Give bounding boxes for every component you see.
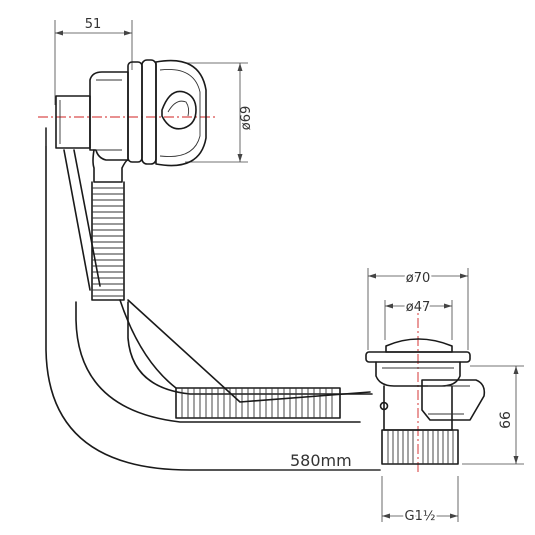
dimension-o47-label: ø47	[406, 300, 431, 315]
hose-horizontal-ribs	[181, 388, 333, 418]
cable-outer-curve	[45, 127, 381, 471]
cable-diagonal	[63, 149, 101, 291]
dimension-66: 66	[462, 365, 524, 465]
dimension-580mm: 580mm	[260, 451, 380, 471]
waste-plug	[385, 338, 453, 353]
hose-horizontal-corrugated	[175, 387, 341, 419]
dimension-o47: ø47	[384, 298, 453, 340]
overflow-assembly	[55, 59, 207, 183]
dimension-g1-half: G1½	[381, 476, 459, 526]
hose-inner-edge	[127, 301, 373, 395]
dimension-51-label: 51	[85, 17, 102, 32]
dimension-o69-label: ø69	[239, 106, 254, 131]
waste-thread	[381, 429, 459, 465]
hose-vertical-ribs	[92, 187, 124, 297]
overflow-flange	[127, 61, 143, 163]
dimension-o70: ø70	[367, 268, 469, 350]
control-cable	[127, 299, 371, 403]
flex-hose	[63, 149, 373, 423]
waste-flange	[365, 351, 471, 363]
dimension-o70-label: ø70	[406, 271, 431, 286]
dimension-51: 51	[54, 17, 133, 105]
waste-outlet	[421, 379, 486, 421]
overflow-body	[89, 71, 129, 161]
dimension-66-label: 66	[498, 411, 514, 429]
dimension-g1-half-label: G1½	[405, 509, 436, 524]
hose-outer-edge	[75, 301, 361, 423]
dimension-580mm-label: 580mm	[290, 451, 352, 470]
overflow-cap	[155, 59, 207, 167]
overflow-handle	[161, 90, 197, 130]
hose-bend	[119, 299, 177, 389]
dimension-o69: ø69	[185, 62, 254, 163]
waste-assembly	[365, 338, 486, 465]
overflow-stub	[55, 95, 91, 149]
cable-loop	[45, 127, 381, 471]
overflow-elbow	[92, 149, 129, 183]
thread-lines	[387, 430, 454, 464]
